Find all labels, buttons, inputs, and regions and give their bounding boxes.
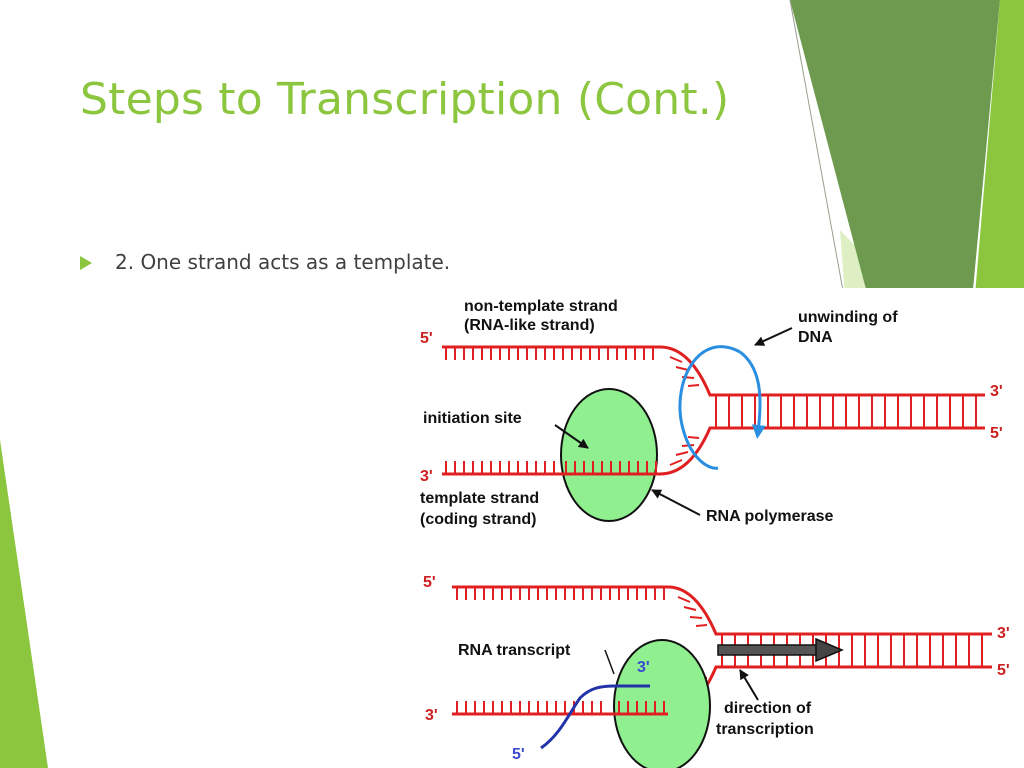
direction-label: direction of bbox=[724, 700, 812, 717]
strand-end-label: 5' bbox=[423, 574, 436, 591]
slide-title: Steps to Transcription (Cont.) bbox=[80, 74, 730, 125]
direction-sublabel: transcription bbox=[716, 721, 814, 738]
unwinding-arrow-tail bbox=[739, 350, 766, 439]
unwinding-sublabel: DNA bbox=[798, 329, 833, 346]
template-strand-label: template strand bbox=[420, 490, 539, 507]
polymerase-pointer-arrow bbox=[651, 489, 701, 516]
template-strand bbox=[442, 426, 985, 476]
unwinding-label: unwinding of bbox=[798, 309, 898, 326]
rna-end-label: 3' bbox=[637, 659, 650, 676]
unwinding-pointer-arrow bbox=[754, 327, 793, 346]
rna-polymerase-bubble bbox=[560, 388, 658, 522]
transcript-pointer bbox=[604, 649, 615, 675]
strand-end-label: 3' bbox=[425, 707, 438, 724]
strand-end-label: 5' bbox=[997, 662, 1010, 679]
bullet-text: 2. One strand acts as a template. bbox=[115, 250, 451, 274]
non-template-strand bbox=[452, 585, 992, 636]
direction-arrow-head bbox=[815, 637, 844, 663]
non-template-ticks bbox=[445, 347, 700, 387]
base-pair-rungs bbox=[715, 395, 977, 428]
non-template-ticks bbox=[456, 587, 708, 627]
template-ticks-inside bbox=[618, 701, 665, 714]
top-panel: non-template strand (RNA-like strand) un… bbox=[420, 298, 1003, 528]
initiation-pointer-arrow bbox=[554, 424, 589, 449]
rna-end-label: 5' bbox=[512, 746, 525, 763]
strand-end-label: 3' bbox=[990, 383, 1003, 400]
direction-pointer-arrow bbox=[739, 669, 759, 701]
template-strand-sublabel: (coding strand) bbox=[420, 511, 536, 528]
strand-end-label: 3' bbox=[997, 625, 1010, 642]
bullet-item: 2. One strand acts as a template. bbox=[80, 250, 450, 274]
bullet-arrow-icon bbox=[80, 256, 92, 270]
direction-arrow-shaft bbox=[717, 644, 819, 656]
strand-end-label: 5' bbox=[420, 330, 433, 347]
rna-polymerase-label: RNA polymerase bbox=[706, 508, 834, 525]
non-template-sublabel: (RNA-like strand) bbox=[464, 317, 595, 334]
transcription-diagram: non-template strand (RNA-like strand) un… bbox=[410, 288, 1024, 768]
left-green-sliver bbox=[0, 440, 48, 768]
unwinding-arrow bbox=[678, 345, 741, 470]
template-ticks-inside bbox=[565, 461, 657, 474]
non-template-label: non-template strand bbox=[464, 298, 618, 315]
bottom-panel: RNA transcript direction of transcriptio… bbox=[423, 574, 1010, 768]
strand-end-label: 5' bbox=[990, 425, 1003, 442]
rna-transcript-strand bbox=[540, 684, 650, 750]
strand-end-label: 3' bbox=[420, 468, 433, 485]
rna-transcript-label: RNA transcript bbox=[458, 642, 571, 659]
template-ticks bbox=[445, 436, 700, 474]
initiation-site-label: initiation site bbox=[423, 410, 522, 427]
non-template-strand bbox=[442, 345, 985, 397]
rna-polymerase-bubble bbox=[613, 639, 711, 768]
